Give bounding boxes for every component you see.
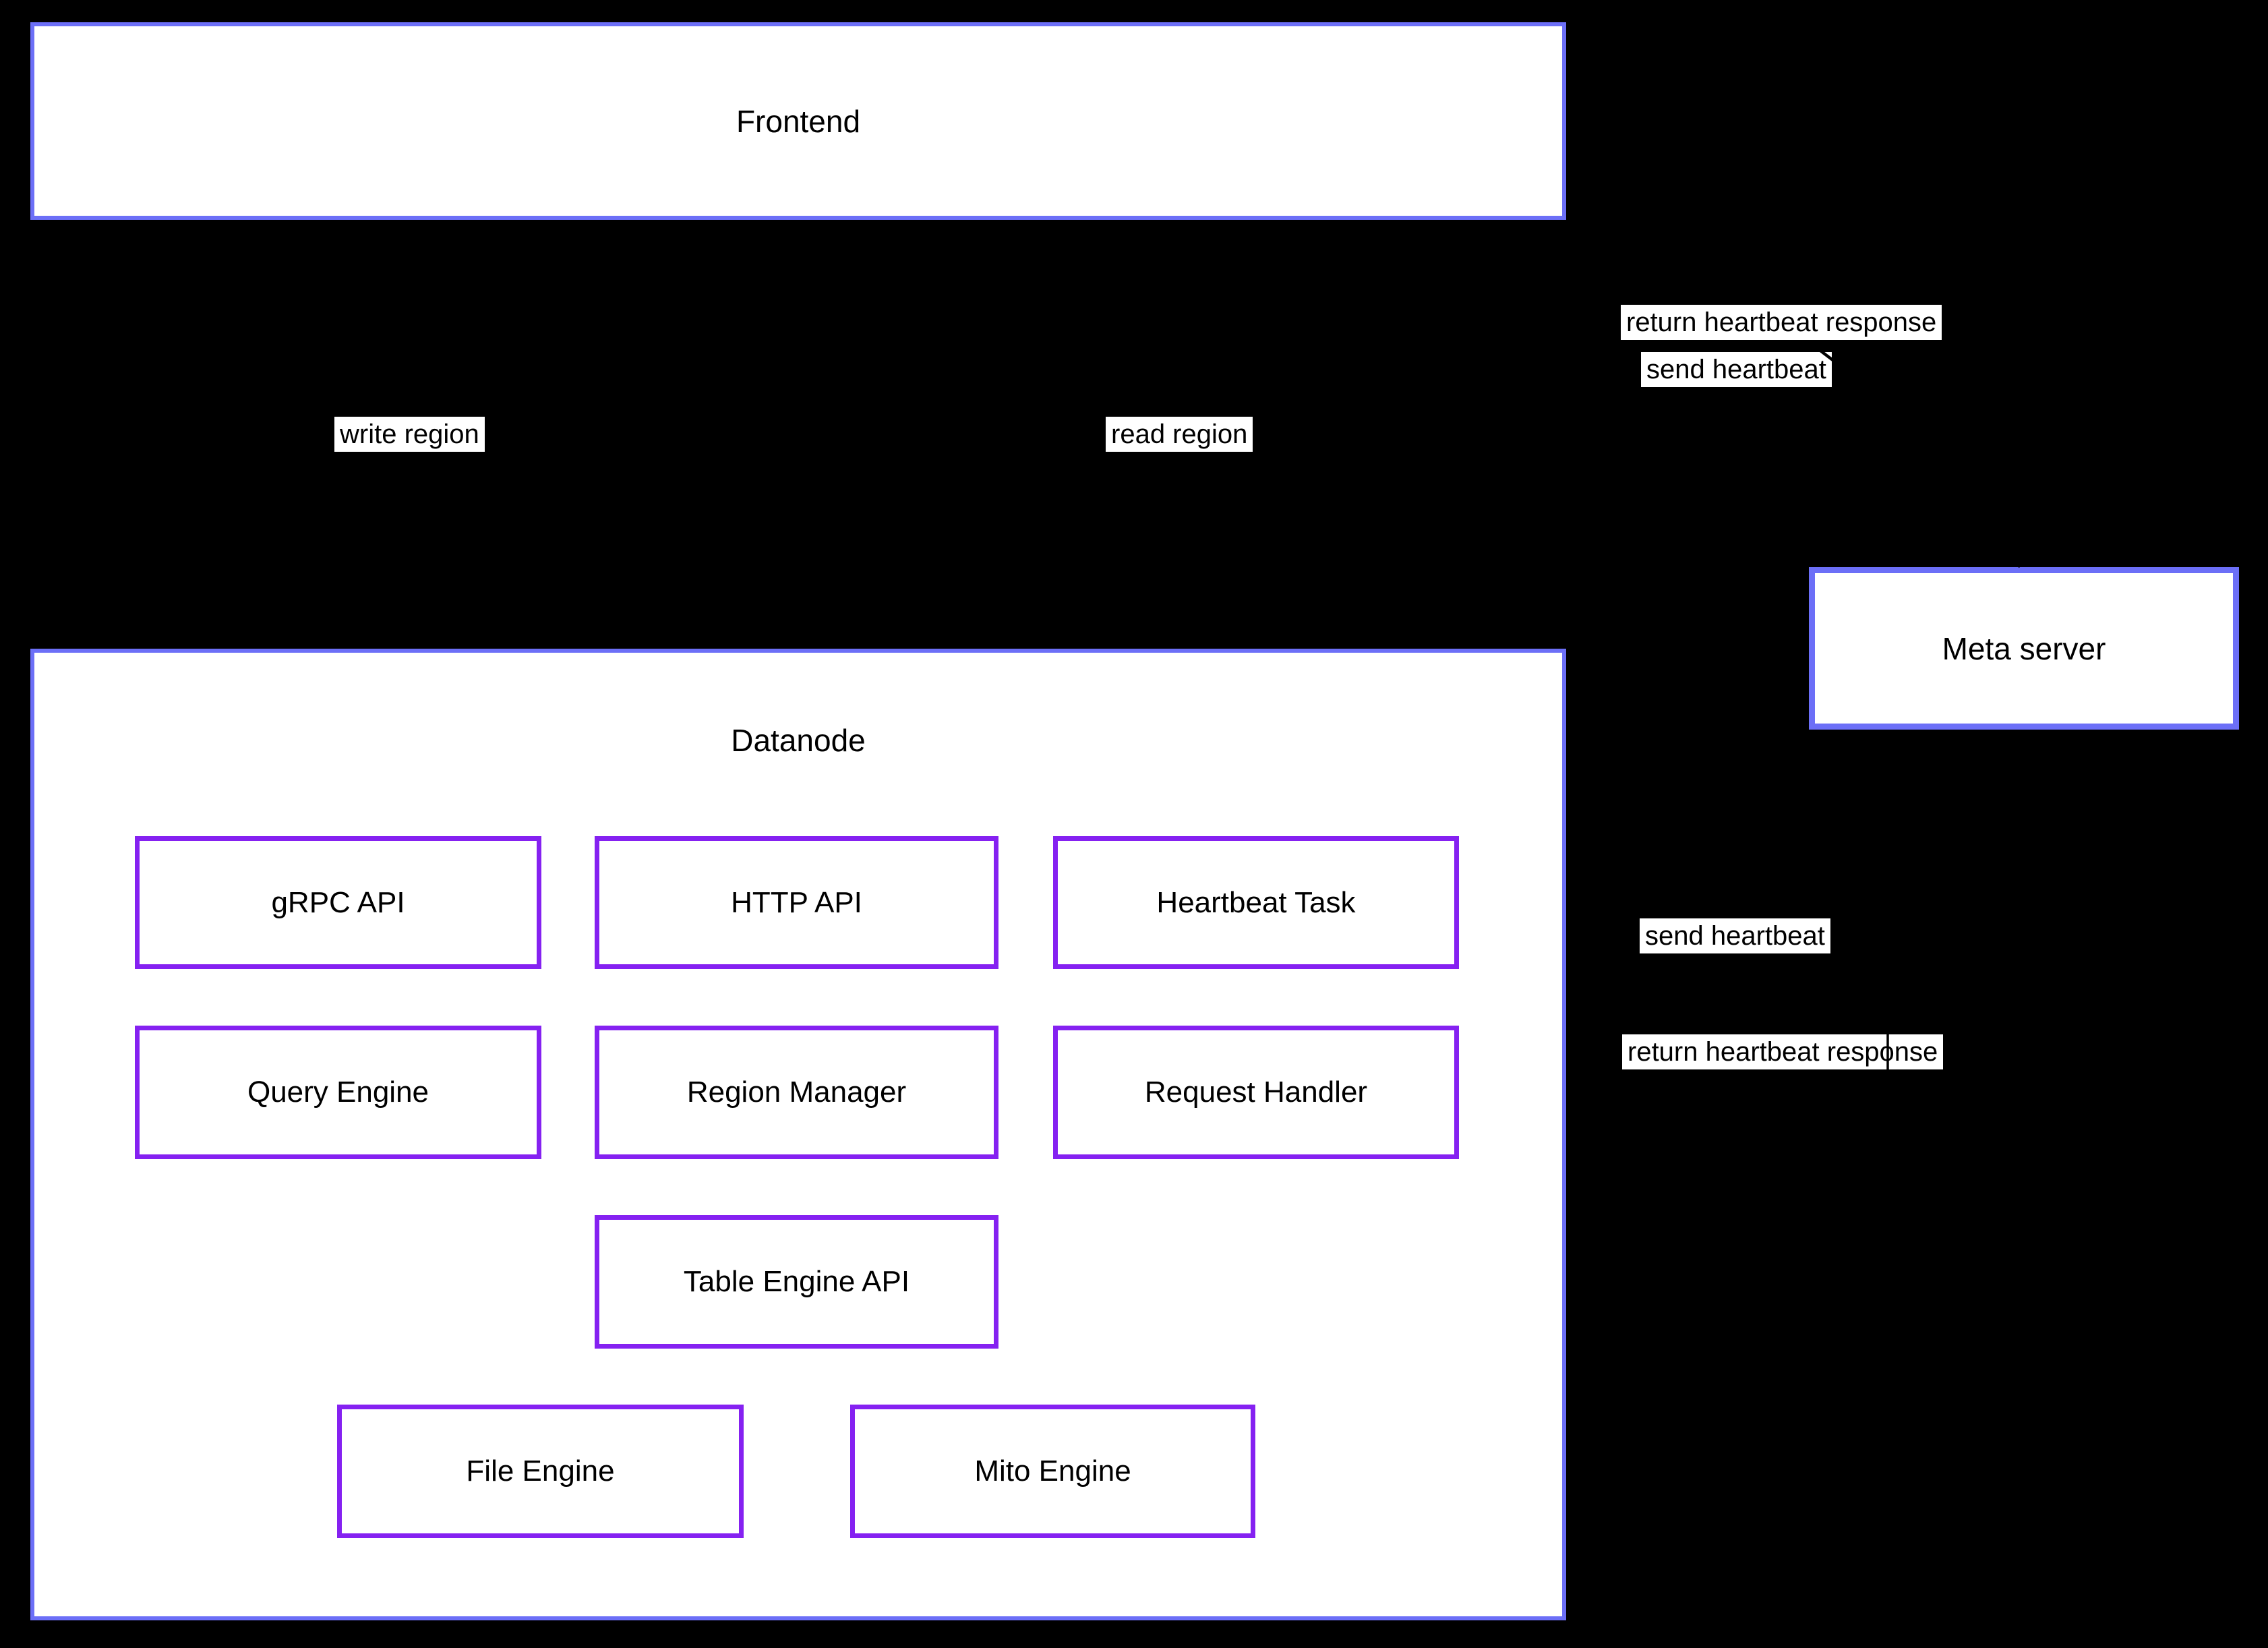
frontend-node: Frontend (30, 22, 1566, 220)
edge-label-read-region: read region (1106, 417, 1253, 452)
arrow-send-heartbeat-frontend (1773, 220, 1912, 563)
component-heartbeat-task: Heartbeat Task (1053, 836, 1459, 969)
edge-label-send-heartbeat-frontend: send heartbeat (1641, 352, 1832, 387)
edge-label-send-heartbeat-datanode: send heartbeat (1640, 918, 1830, 953)
edge-label-return-heartbeat-datanode: return heartbeat response (1622, 1034, 1944, 1069)
component-label: Request Handler (1144, 1076, 1368, 1109)
component-query-engine: Query Engine (135, 1026, 541, 1159)
component-label: Heartbeat Task (1156, 885, 1356, 919)
meta-server-label: Meta server (1942, 630, 2106, 666)
component-label: Table Engine API (683, 1265, 910, 1298)
component-table-engine-api: Table Engine API (595, 1215, 998, 1349)
component-request-handler: Request Handler (1053, 1026, 1459, 1159)
arrow-return-heartbeat-datanode (1577, 732, 1889, 1154)
component-file-engine: File Engine (337, 1405, 744, 1538)
frontend-label: Frontend (736, 103, 861, 139)
component-http-api: HTTP API (595, 836, 998, 969)
component-label: Region Manager (686, 1076, 907, 1109)
component-label: Mito Engine (974, 1454, 1131, 1488)
edge-label-write-region: write region (334, 417, 485, 452)
component-label: File Engine (466, 1454, 615, 1488)
component-region-manager: Region Manager (595, 1026, 998, 1159)
edge-label-return-heartbeat-frontend: return heartbeat response (1621, 305, 1942, 340)
arrow-return-heartbeat-frontend (1700, 225, 2021, 568)
arrow-fragment-send-heartbeat (1819, 349, 1850, 374)
meta-server-node: Meta server (1809, 567, 2239, 730)
datanode-label: Datanode (731, 723, 866, 758)
component-label: HTTP API (731, 885, 862, 919)
arrow-send-heartbeat-datanode (1568, 735, 1913, 941)
component-grpc-api: gRPC API (135, 836, 541, 969)
component-label: Query Engine (247, 1076, 429, 1109)
component-mito-engine: Mito Engine (850, 1405, 1255, 1538)
component-label: gRPC API (271, 885, 405, 919)
